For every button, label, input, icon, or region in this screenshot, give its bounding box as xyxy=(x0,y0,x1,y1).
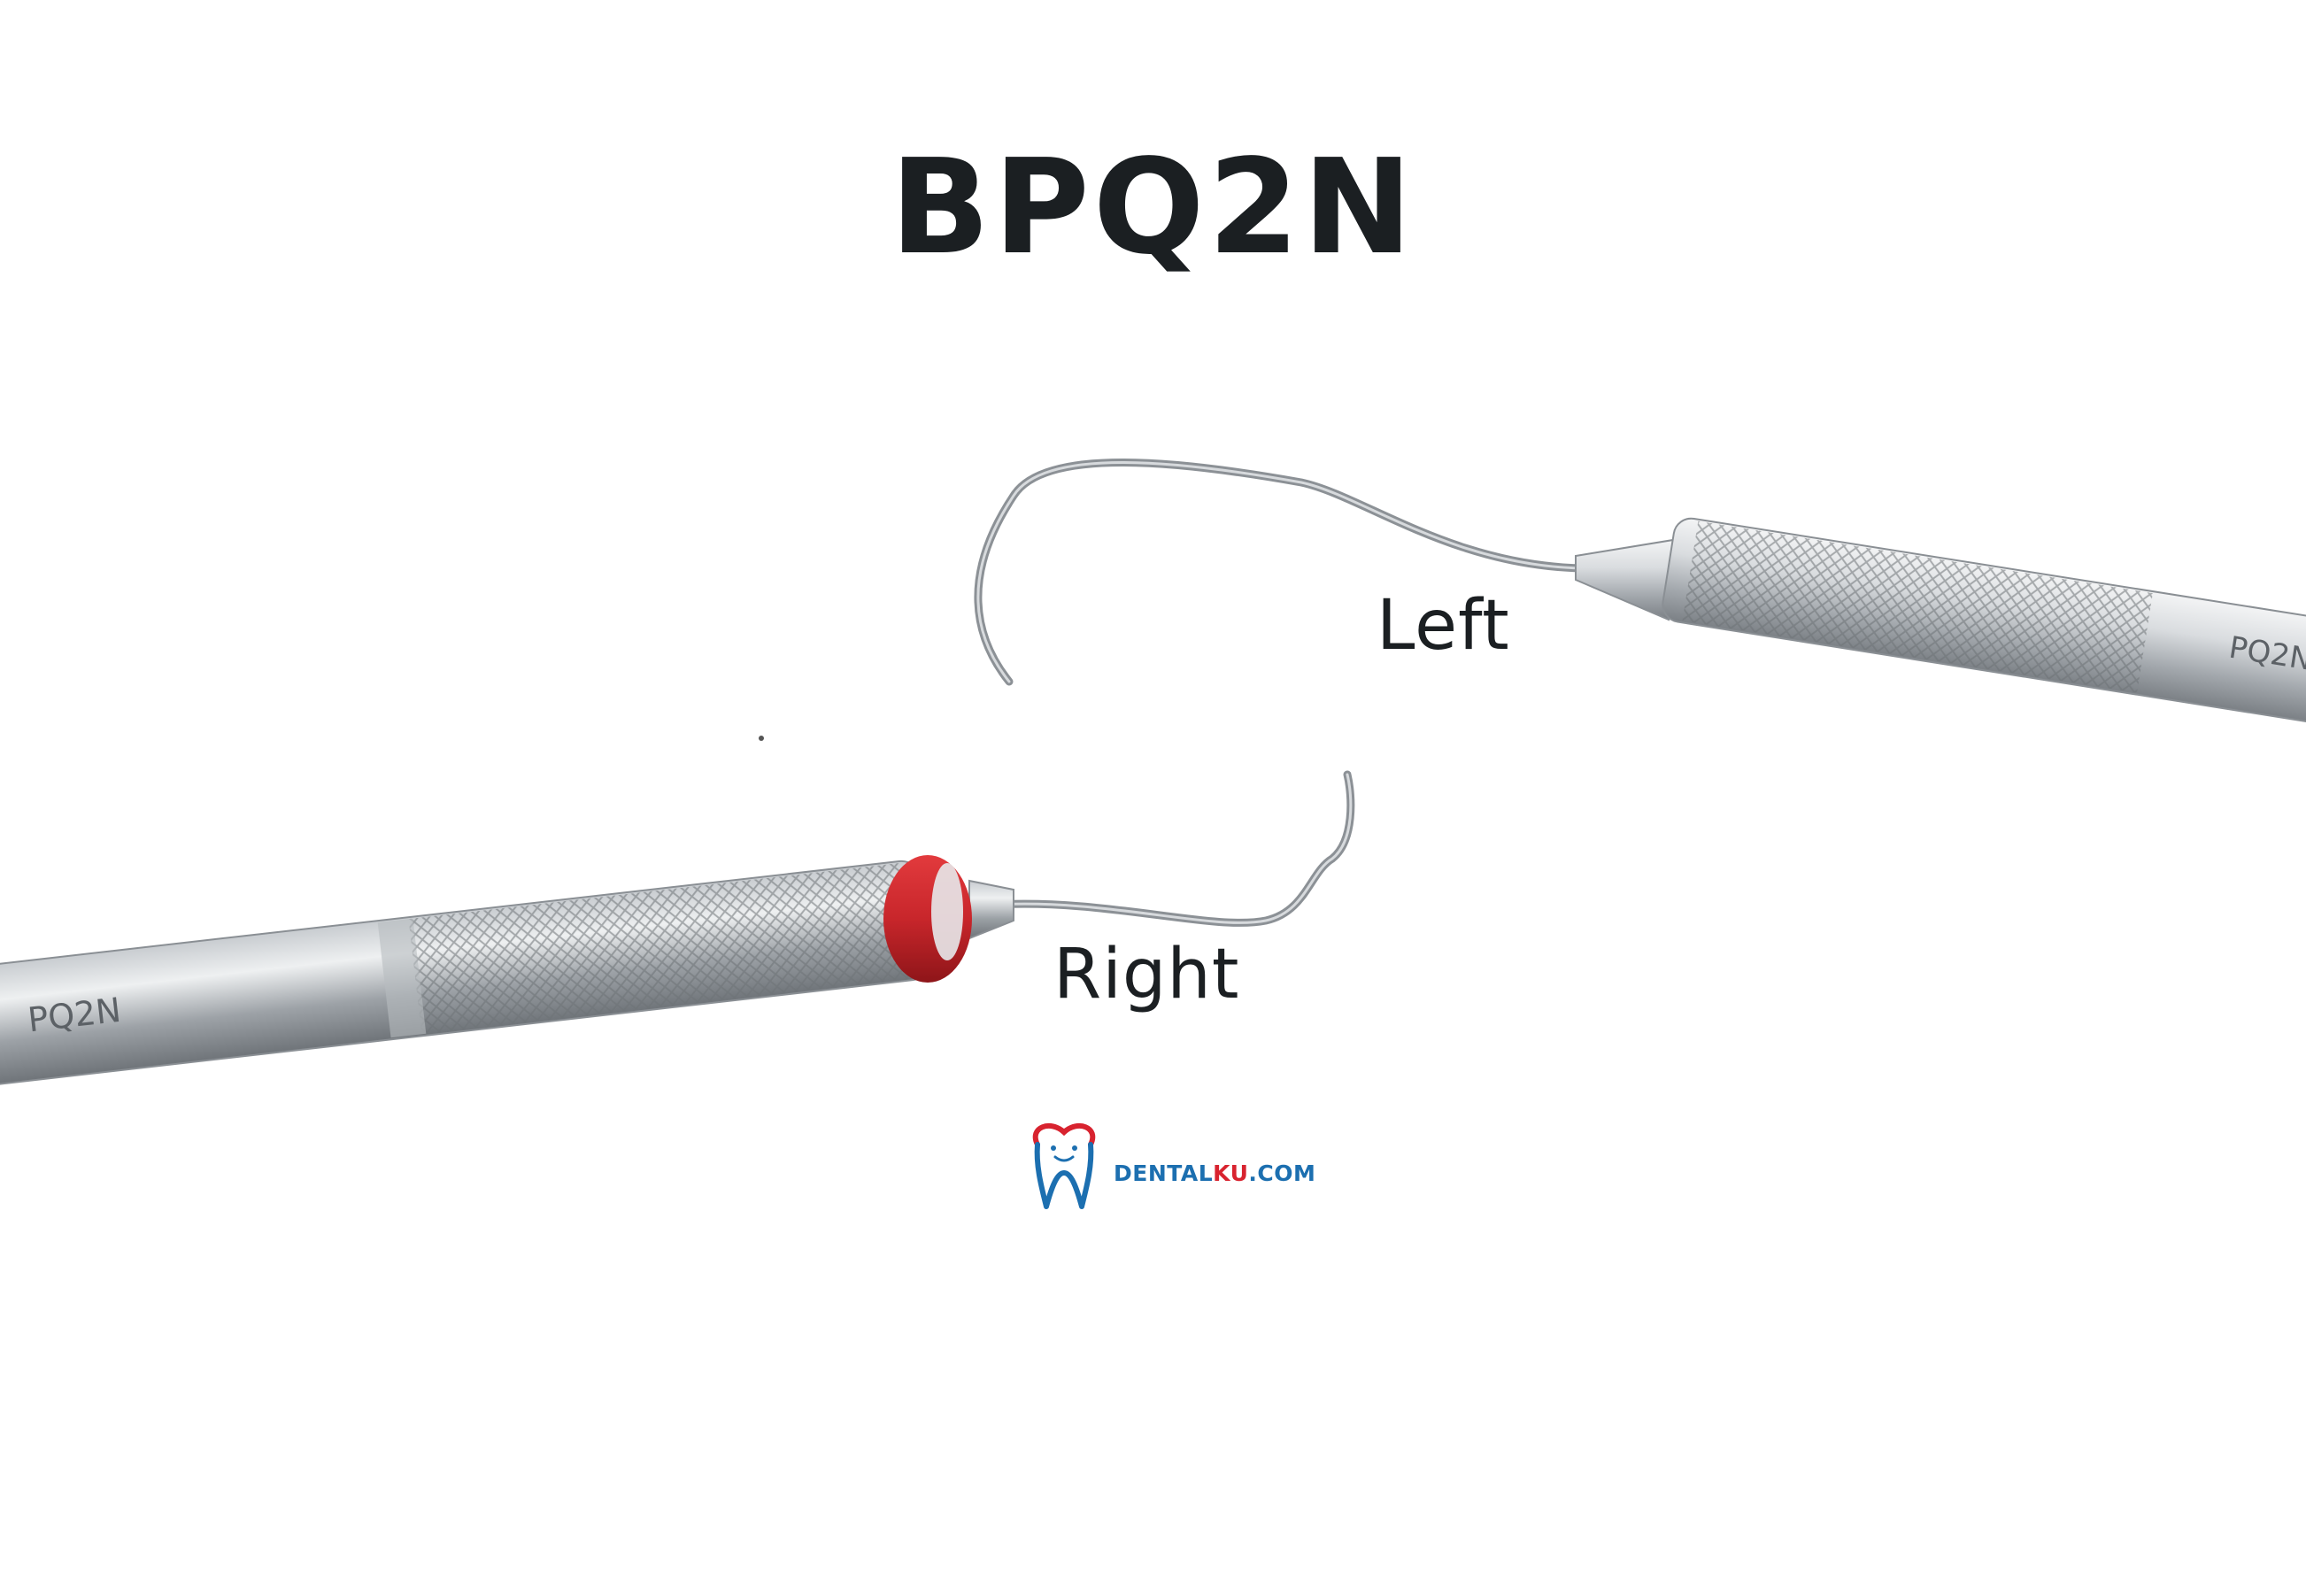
left-instrument: PQ2N xyxy=(974,459,2306,723)
brand-logo: DENTALKU.COM xyxy=(1020,1114,1315,1220)
page-title: BPQ2N xyxy=(890,131,1416,283)
left-label: Left xyxy=(1377,586,1510,666)
logo-text: DENTALKU.COM xyxy=(1114,1160,1316,1186)
color-ring xyxy=(883,855,972,983)
tooth-logo-icon xyxy=(1032,1122,1096,1209)
right-label: Right xyxy=(1053,935,1240,1014)
right-instrument: PQ2N xyxy=(0,770,1355,1088)
